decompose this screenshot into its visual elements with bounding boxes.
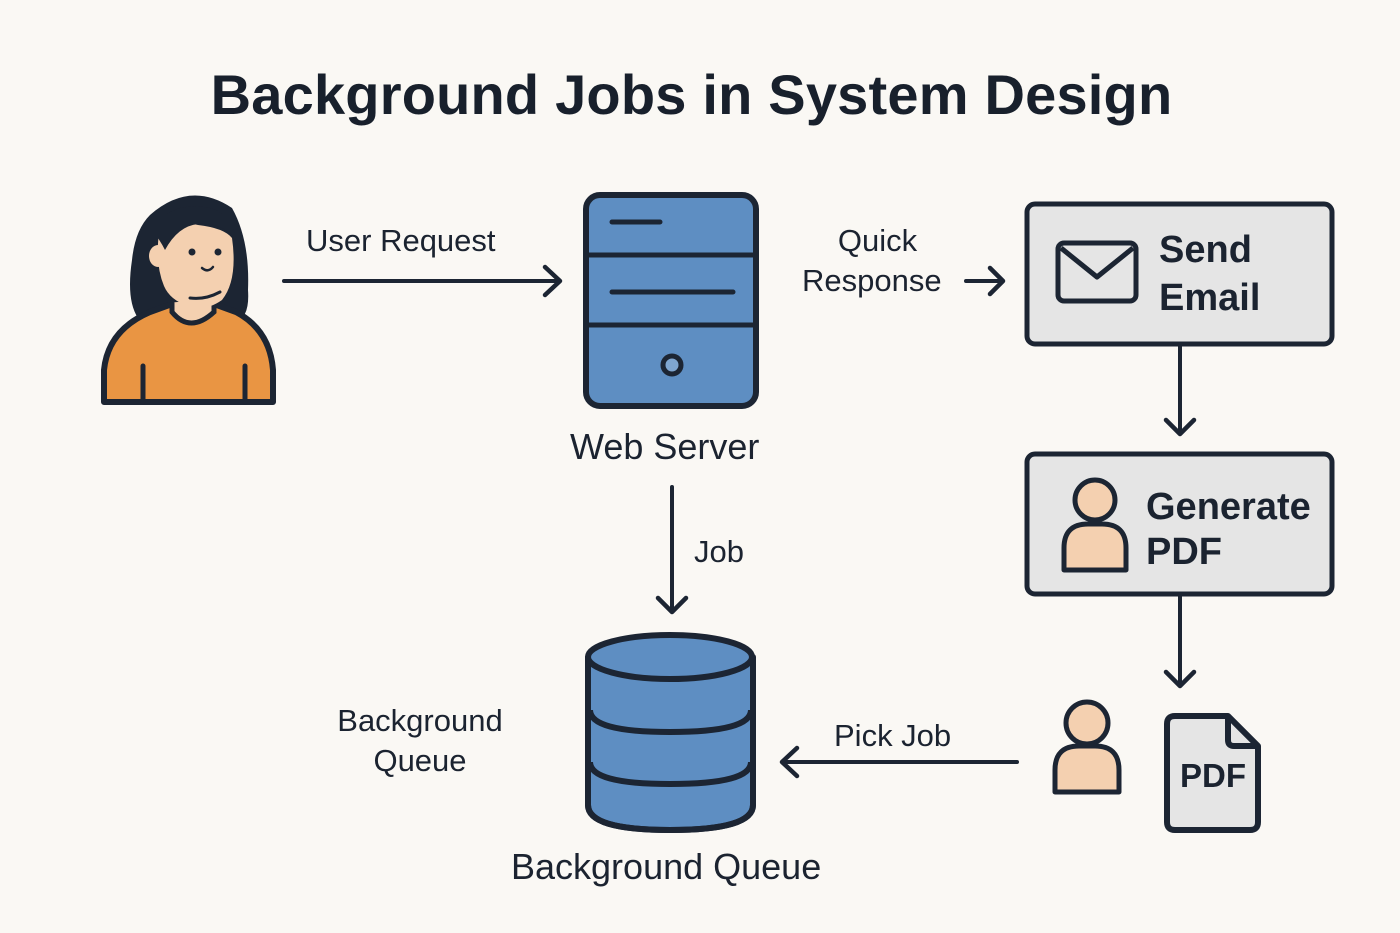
quick-response-label-line2: Response (802, 263, 942, 298)
send-email-label-line1: Send (1159, 229, 1252, 271)
pdf-file-label: PDF (1180, 757, 1246, 794)
pick-job-label: Pick Job (834, 718, 952, 753)
database-icon (585, 632, 756, 834)
user-request-label: User Request (306, 223, 496, 258)
pdf-to-file-arrow (1163, 596, 1197, 689)
diagram-title: Background Jobs in System Design (210, 63, 1173, 126)
email-to-pdf-arrow (1163, 346, 1197, 437)
job-arrow (655, 485, 689, 615)
job-label: Job (694, 534, 744, 569)
envelope-icon (1055, 240, 1139, 304)
person-icon (1061, 477, 1129, 573)
send-email-box (1024, 201, 1335, 347)
background-queue-label: Background Queue (511, 846, 822, 887)
quick-response-label-line1: Quick (837, 223, 918, 258)
server-icon (583, 192, 759, 409)
background-queue-side-label-line1: Background (337, 703, 503, 738)
web-server-label: Web Server (570, 426, 760, 467)
send-email-label-line2: Email (1159, 277, 1261, 319)
pick-job-arrow (779, 745, 1019, 779)
generate-pdf-label-line1: Generate (1146, 486, 1311, 528)
woman-user-icon (101, 195, 276, 405)
generate-pdf-box (1024, 451, 1335, 597)
user-request-arrow (282, 264, 563, 298)
background-queue-side-label-line2: Queue (373, 743, 467, 778)
quick-response-arrow (964, 265, 1006, 297)
pdf-file-icon (1164, 713, 1261, 833)
generate-pdf-label-line2: PDF (1146, 531, 1222, 573)
worker-person-icon (1052, 699, 1122, 795)
